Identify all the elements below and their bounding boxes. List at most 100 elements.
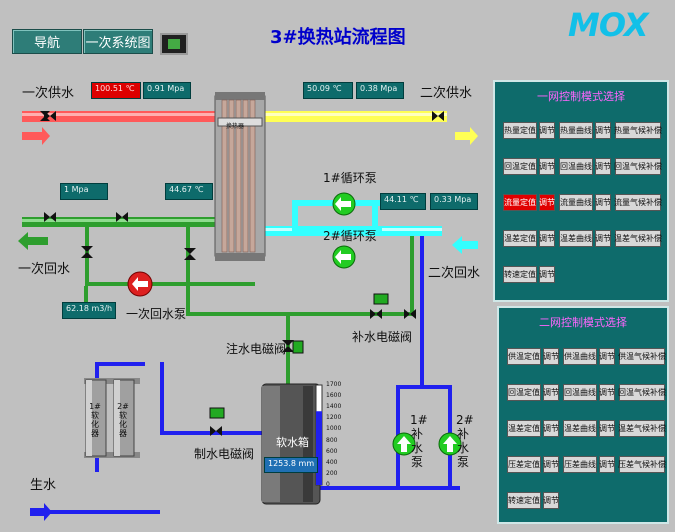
tank-level-readout: 1253.8 mm <box>264 457 318 473</box>
label-secondary-supply: 二次供水 <box>420 86 473 101</box>
supply-out-arrow <box>455 127 478 145</box>
sr-temp-readout: 44.11 ℃ <box>380 193 426 210</box>
brand-logo: MOX <box>568 6 649 44</box>
tank-scale: 1700 1600 1400 1200 1000 800 600 400 200 0 <box>326 381 346 491</box>
panel2-btn-0-1[interactable]: 调节 <box>543 348 559 365</box>
label-makeup-pump2: 2#补水泵 <box>456 413 474 469</box>
tank-scale-tick: 200 <box>326 469 338 477</box>
panel2-btn-3-4[interactable]: 压差气候补偿 <box>618 456 666 473</box>
panel1-btn-0-0[interactable]: 热量定值 <box>503 122 537 139</box>
flow-readout: 62.18 m3/h <box>62 302 116 319</box>
return-out-arrow <box>18 232 48 250</box>
tank-scale-tick: 600 <box>326 447 338 455</box>
tank-scale-tick: 800 <box>326 436 338 444</box>
tank-scale-tick: 0 <box>326 481 330 488</box>
panel2-btn-0-2[interactable]: 供温曲线 <box>563 348 597 365</box>
panel-primary-control: 一网控制模式选择 热量定值调节热量曲线调节热量气候补偿回温定值调节回温曲线调节回… <box>493 80 669 302</box>
panel2-btn-2-0[interactable]: 温差定值 <box>507 420 541 437</box>
label-softener2: 2#软化器 <box>117 402 129 438</box>
panel1-btn-1-4[interactable]: 回温气候补偿 <box>614 158 662 175</box>
panel-primary-title: 一网控制模式选择 <box>537 90 625 103</box>
panel2-btn-1-1[interactable]: 调节 <box>543 384 559 401</box>
primary-system-button[interactable]: 一次系统图 <box>83 29 153 54</box>
label-makeup-pump1: 1#补水泵 <box>410 413 428 469</box>
panel1-btn-1-2[interactable]: 回温曲线 <box>559 158 593 175</box>
panel1-btn-0-4[interactable]: 热量气候补偿 <box>614 122 662 139</box>
label-fill-valve: 注水电磁阀 <box>226 342 287 356</box>
label-tank: 软水箱 <box>276 436 309 449</box>
panel2-btn-2-3[interactable]: 调节 <box>599 420 615 437</box>
panel2-btn-3-2[interactable]: 压差曲线 <box>563 456 597 473</box>
panel1-btn-1-1[interactable]: 调节 <box>539 158 555 175</box>
panel1-btn-0-1[interactable]: 调节 <box>539 122 555 139</box>
panel1-btn-1-0[interactable]: 回温定值 <box>503 158 537 175</box>
panel2-btn-3-1[interactable]: 调节 <box>543 456 559 473</box>
label-raw-water: 生水 <box>30 478 57 493</box>
sr-pressure-readout: 0.33 Mpa <box>430 193 478 210</box>
panel2-btn-2-2[interactable]: 温差曲线 <box>563 420 597 437</box>
panel1-btn-2-1[interactable]: 调节 <box>539 194 555 211</box>
panel1-btn-1-3[interactable]: 调节 <box>595 158 611 175</box>
label-primary-supply: 一次供水 <box>22 86 75 101</box>
panel2-btn-0-4[interactable]: 供温气候补偿 <box>618 348 666 365</box>
soft-water-tank <box>261 383 321 505</box>
panel2-btn-2-1[interactable]: 调节 <box>543 420 559 437</box>
panel2-btn-4-0[interactable]: 转速定值 <box>507 492 541 509</box>
panel2-btn-2-4[interactable]: 温差气候补偿 <box>618 420 666 437</box>
label-secondary-return: 二次回水 <box>428 266 481 281</box>
panel2-btn-0-0[interactable]: 供温定值 <box>507 348 541 365</box>
panel2-btn-0-3[interactable]: 调节 <box>599 348 615 365</box>
panel1-btn-4-1[interactable]: 调节 <box>539 266 555 283</box>
label-softwater-valve: 制水电磁阀 <box>194 447 255 461</box>
panel2-btn-1-4[interactable]: 回温气候补偿 <box>618 384 666 401</box>
panel1-btn-3-0[interactable]: 温差定值 <box>503 230 537 247</box>
ps-pressure-readout: 0.91 Mpa <box>143 82 191 99</box>
primary-supply-pipe <box>22 111 217 122</box>
pr-temp-readout: 44.67 ℃ <box>165 183 213 200</box>
tank-scale-tick: 1700 <box>326 381 342 388</box>
panel2-btn-3-3[interactable]: 调节 <box>599 456 615 473</box>
panel2-btn-1-3[interactable]: 调节 <box>599 384 615 401</box>
panel1-btn-2-3[interactable]: 调节 <box>595 194 611 211</box>
raw-water-arrow <box>30 503 52 521</box>
panel2-btn-1-2[interactable]: 回温曲线 <box>563 384 597 401</box>
tank-scale-tick: 400 <box>326 458 338 466</box>
panel1-btn-2-2[interactable]: 流量曲线 <box>559 194 593 211</box>
panel1-btn-3-4[interactable]: 温差气候补偿 <box>614 230 662 247</box>
panel2-btn-3-0[interactable]: 压差定值 <box>507 456 541 473</box>
heat-exchanger <box>214 92 266 261</box>
panel1-btn-0-3[interactable]: 调节 <box>595 122 611 139</box>
tank-scale-tick: 1400 <box>326 403 342 411</box>
label-pump1: 1#循环泵 <box>323 171 377 185</box>
softeners <box>84 378 140 458</box>
page-title: 3#换热站流程图 <box>270 27 406 48</box>
panel1-btn-0-2[interactable]: 热量曲线 <box>559 122 593 139</box>
label-makeup-valve: 补水电磁阀 <box>352 330 413 344</box>
status-icon <box>160 33 188 55</box>
label-heat-exchanger: 换热器 <box>226 123 245 130</box>
label-primary-return: 一次回水 <box>18 262 71 277</box>
panel1-btn-3-3[interactable]: 调节 <box>595 230 611 247</box>
label-pump2: 2#循环泵 <box>323 229 377 243</box>
panel1-btn-3-2[interactable]: 温差曲线 <box>559 230 593 247</box>
panel1-btn-2-4[interactable]: 流量气候补偿 <box>614 194 662 211</box>
ps-temp-readout: 100.51 ℃ <box>91 82 141 99</box>
panel-secondary-control: 二网控制模式选择 供温定值调节供温曲线调节供温气候补偿回温定值调节回温曲线调节回… <box>497 306 669 524</box>
panel1-btn-2-0[interactable]: 流量定值 <box>503 194 537 211</box>
ss-temp-readout: 50.09 ℃ <box>303 82 353 99</box>
panel2-btn-4-1[interactable]: 调节 <box>543 492 559 509</box>
panel-secondary-title: 二网控制模式选择 <box>539 316 627 329</box>
secondary-return-arrow <box>452 236 478 254</box>
label-softener1: 1#软化器 <box>89 402 101 438</box>
secondary-supply-pipe <box>262 111 447 122</box>
tank-scale-tick: 1200 <box>326 414 342 422</box>
tank-scale-tick: 1000 <box>326 425 342 433</box>
pr-pressure-readout: 1 Mpa <box>60 183 108 200</box>
label-primary-return-pump: 一次回水泵 <box>126 307 187 321</box>
nav-button[interactable]: 导航 <box>12 29 82 54</box>
tank-scale-tick: 1600 <box>326 392 342 400</box>
panel1-btn-3-1[interactable]: 调节 <box>539 230 555 247</box>
panel2-btn-1-0[interactable]: 回温定值 <box>507 384 541 401</box>
panel1-btn-4-0[interactable]: 转速定值 <box>503 266 537 283</box>
